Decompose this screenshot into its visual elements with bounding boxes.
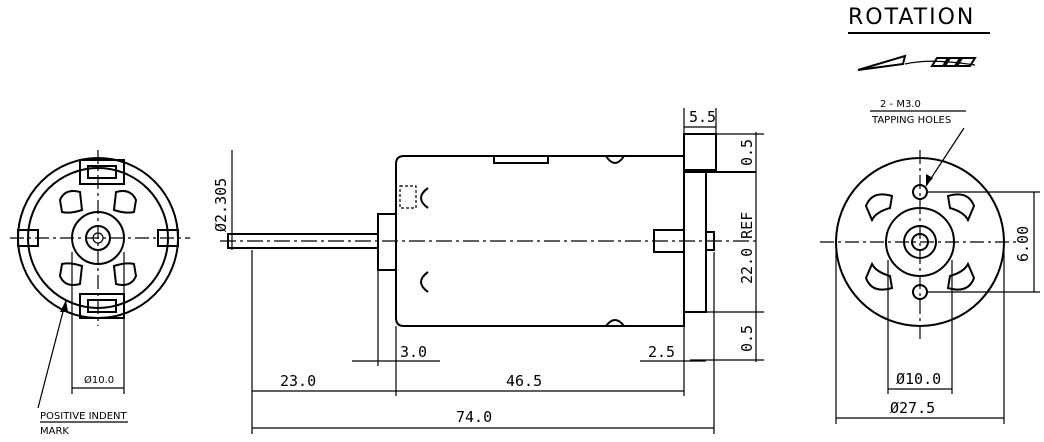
right-slot-3 <box>864 261 894 291</box>
rotation-title: ROTATION <box>848 5 975 30</box>
right-end-view: 2 - M3.0 TAPPING HOLES 6.00 Ø10.0 Ø27.5 <box>820 99 1040 424</box>
left-brush-top-inner <box>87 165 117 179</box>
side-body-notch-top-r <box>605 155 625 164</box>
left-shaft-dia-label: Ø10.0 <box>84 374 114 386</box>
rotation-arrow-icon <box>857 54 977 71</box>
dim-2-5: 2.5 <box>648 343 675 361</box>
dim-shaft-dia: Ø2.305 <box>212 178 230 232</box>
dim-23-0: 23.0 <box>280 372 316 390</box>
left-vent-2 <box>112 190 138 214</box>
side-front-boss <box>377 213 397 271</box>
dim-6-00: 6.00 <box>1014 226 1032 262</box>
indent-label-line1: POSITIVE INDENT <box>40 411 128 422</box>
dim-0-5-top: 0.5 <box>738 139 756 166</box>
left-brush-top <box>79 159 125 185</box>
indent-leader <box>37 299 67 409</box>
side-view: Ø2.305 5.5 0.5 22.0 REF 0.5 3.0 2.5 23.0… <box>212 108 764 434</box>
left-tab-right <box>157 229 179 247</box>
dim-3-0: 3.0 <box>400 343 427 361</box>
dim-46-5: 46.5 <box>506 372 542 390</box>
left-brush-bottom-inner <box>87 299 117 313</box>
dim-0-5-bottom: 0.5 <box>738 325 756 352</box>
dim-74-0: 74.0 <box>456 408 492 426</box>
side-body-tab-1 <box>420 187 429 209</box>
indent-label-line2: MARK <box>40 426 69 437</box>
left-vent-1 <box>58 190 84 214</box>
dim-5-5: 5.5 <box>689 108 716 126</box>
side-body-tab-2 <box>420 271 429 293</box>
right-slot-4 <box>946 261 976 291</box>
dim-27-5: Ø27.5 <box>890 399 935 417</box>
right-slot-2 <box>946 193 976 223</box>
left-tab-left <box>17 229 39 247</box>
dim-22-ref: 22.0 REF <box>738 212 756 284</box>
right-slot-1 <box>864 193 894 223</box>
indent-leader-arrow <box>60 300 68 312</box>
dim-r10-0: Ø10.0 <box>896 370 941 388</box>
tap-label-line1: 2 - M3.0 <box>880 99 921 110</box>
tap-leader-arrow <box>926 174 933 186</box>
side-rear-terminal-top <box>683 133 717 171</box>
side-body-notch-top <box>493 156 549 164</box>
tap-leader <box>925 127 965 187</box>
side-hidden-tab <box>399 185 417 209</box>
left-vent-3 <box>58 262 84 286</box>
rotation-block: ROTATION <box>848 5 990 71</box>
side-body-notch-bottom-r <box>605 319 625 327</box>
left-end-view: Ø10.0 POSITIVE INDENT MARK <box>10 150 190 437</box>
left-vent-4 <box>112 262 138 286</box>
tap-label-line2: TAPPING HOLES <box>871 115 951 126</box>
